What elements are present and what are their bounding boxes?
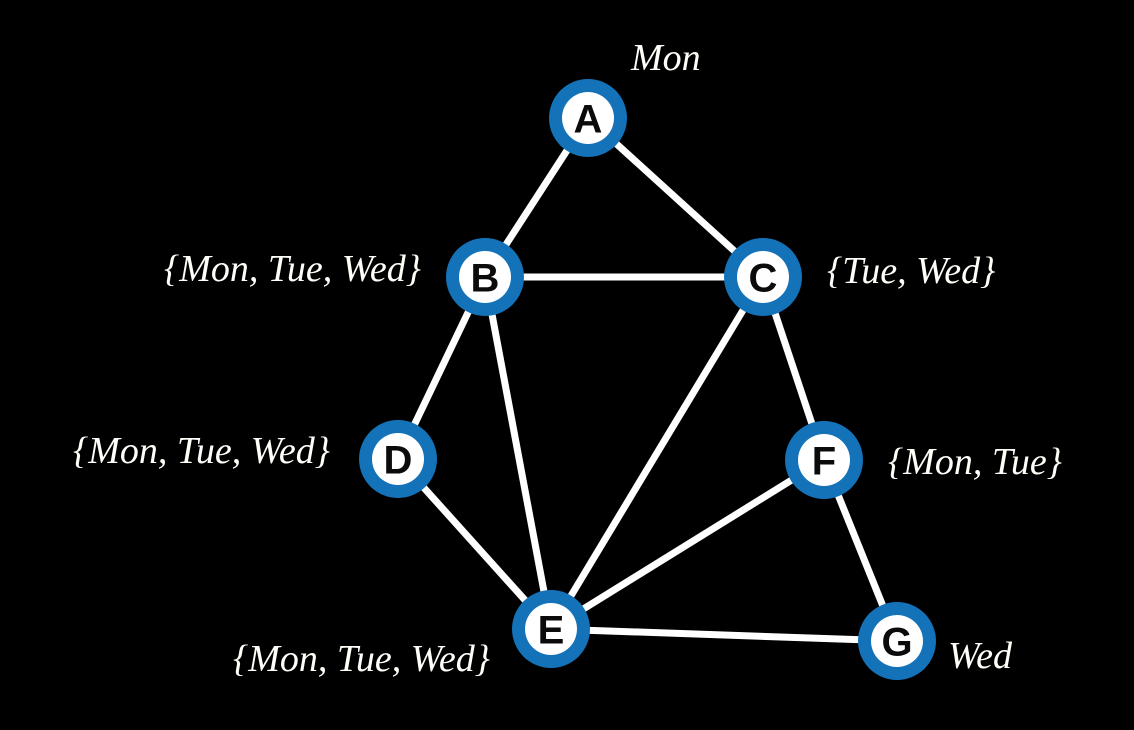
nodes-layer: A B C D E F G: [359, 79, 936, 680]
node-B-letter: B: [471, 256, 500, 300]
edges-layer: [394, 115, 901, 645]
labels-layer: Mon {Mon, Tue, Wed} {Tue, Wed} {Mon, Tue, W…: [73, 37, 1062, 680]
node-G-body: [871, 615, 923, 667]
edge-B-E: [481, 276, 555, 630]
node-B-body: [459, 251, 511, 303]
node-F-domain-label: {Mon, Tue}: [888, 441, 1062, 483]
node-B-domain-label: {Mon, Tue, Wed}: [164, 248, 421, 290]
edge-E-G: [550, 625, 898, 645]
node-F-body: [798, 434, 850, 486]
node-C: C: [724, 238, 802, 316]
node-C-domain-label: {Tue, Wed}: [827, 250, 995, 292]
node-D-body: [372, 433, 424, 485]
node-G: G: [858, 602, 936, 680]
node-E-domain-label: {Mon, Tue, Wed}: [233, 638, 490, 680]
node-E: E: [512, 590, 590, 668]
node-G-domain-label: Wed: [948, 635, 1013, 677]
node-G-letter: G: [881, 620, 912, 664]
node-A-body: [562, 92, 614, 144]
node-D: D: [359, 420, 437, 498]
node-A: A: [549, 79, 627, 157]
node-E-body: [525, 603, 577, 655]
edge-A-C: [585, 115, 766, 280]
node-F-letter: F: [812, 439, 836, 483]
node-F: F: [785, 421, 863, 499]
edge-E-F: [549, 457, 826, 632]
node-D-letter: D: [384, 438, 413, 482]
node-C-letter: C: [749, 256, 778, 300]
node-E-letter: E: [538, 608, 565, 652]
node-D-domain-label: {Mon, Tue, Wed}: [73, 430, 330, 472]
edge-C-E: [548, 275, 766, 631]
node-A-domain-label: Mon: [630, 37, 701, 79]
node-C-body: [737, 251, 789, 303]
node-A-letter: A: [574, 97, 603, 141]
node-B: B: [446, 238, 524, 316]
